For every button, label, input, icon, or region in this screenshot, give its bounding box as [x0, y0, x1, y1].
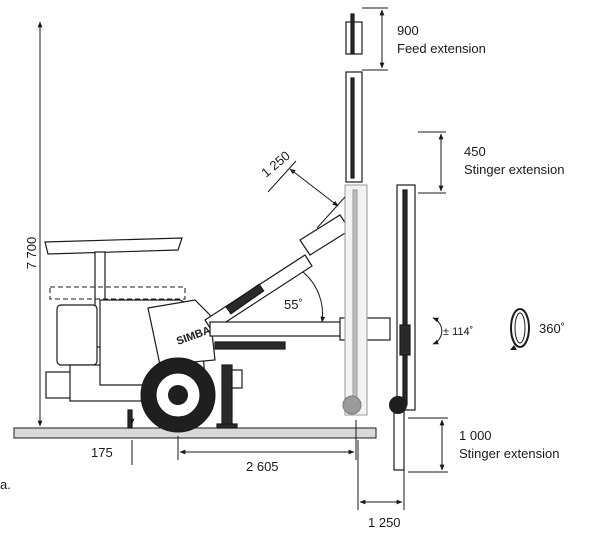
rotation-ring-icon — [510, 308, 530, 348]
right-feed-rail — [402, 189, 408, 406]
stinger-extension-top-label: Stinger extension — [464, 162, 564, 177]
ghost-feed — [342, 184, 368, 416]
rotation-angle-label: ± 114˚ — [443, 326, 473, 338]
boom-angle-label: 55˚ — [284, 297, 303, 312]
boom-tube-upper — [299, 214, 351, 256]
engine-block — [56, 304, 98, 366]
reach-label: 2 605 — [246, 459, 279, 474]
height-label: 7 700 — [24, 237, 39, 270]
right-feed-cradle — [389, 396, 407, 414]
feed-extension-dimension: 900 Feed extension — [362, 7, 486, 71]
side-reach-label: 1 250 — [368, 515, 401, 530]
boom-cylinder — [225, 283, 265, 315]
rear-jack — [127, 409, 133, 429]
ghost-feed-rail — [352, 189, 358, 411]
top-feed-tip-rail — [350, 13, 355, 55]
boom-extension-value: 1 250 — [258, 148, 293, 180]
rotation-angle-dimension: ± 114˚ — [432, 317, 473, 345]
horizontal-boom-tube — [209, 321, 351, 337]
ground-clearance-label: 175 — [91, 445, 113, 460]
right-feed-drifter — [399, 324, 411, 356]
boom-base — [147, 299, 216, 366]
right-feed — [389, 184, 416, 471]
boom-extension-dimension: 1 250 — [258, 148, 346, 229]
top-feed — [345, 13, 363, 183]
ground-clearance-dimension: 175 — [91, 410, 135, 465]
stinger-extension-top-value: 450 — [464, 144, 486, 159]
side-reach-dimension: 1 250 — [357, 440, 405, 530]
boom-angle-dimension: 55˚ — [284, 271, 326, 323]
footnote: a. — [0, 477, 11, 492]
ghost-feed-cradle — [342, 395, 362, 415]
full-rotation-indicator: 360˚ — [510, 308, 565, 350]
canopy-roof — [44, 237, 183, 255]
top-feed-rail — [350, 77, 355, 179]
front-jack — [221, 364, 233, 426]
feed-extension-label: Feed extension — [397, 41, 486, 56]
height-dimension: 7 700 — [24, 21, 43, 427]
reach-dimension: 2 605 — [177, 420, 357, 474]
stinger-extension-bottom-dimension: 1 000 Stinger extension — [408, 417, 559, 473]
jack-cylinder — [231, 369, 243, 389]
ground-slab — [13, 427, 377, 439]
feed-extension-value: 900 — [397, 23, 419, 38]
front-jack-foot — [216, 423, 238, 429]
stinger-extension-bottom-label: Stinger extension — [459, 446, 559, 461]
full-rotation-label: 360˚ — [539, 321, 565, 336]
boom-angled — [204, 214, 351, 332]
front-wheel-hub — [168, 385, 188, 405]
stinger-extension-bottom-value: 1 000 — [459, 428, 492, 443]
stinger-extension-top-dimension: 450 Stinger extension — [418, 131, 564, 194]
horizontal-boom-cylinder — [214, 341, 286, 350]
right-feed-stinger — [393, 409, 405, 471]
carrier-machine: SIMBA — [44, 237, 243, 433]
dashed-canopy-outline — [49, 286, 186, 300]
